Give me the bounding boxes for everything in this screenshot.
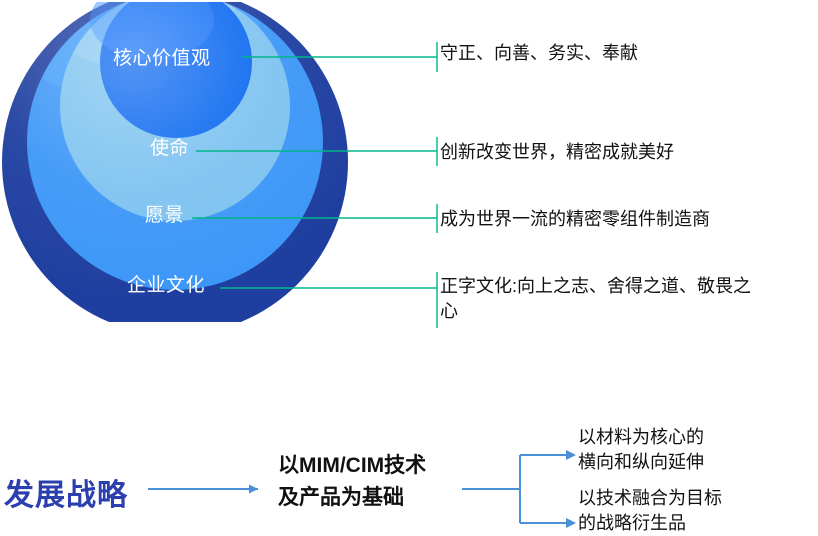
strategy-branch-technology: 以技术融合为目标 的战略衍生品 [578,488,722,533]
description-vision: 成为世界一流的精密零组件制造商 [440,209,710,229]
corporate-culture-sphere [2,2,348,322]
ring-label-core: 核心价值观 [113,48,211,69]
branch-arrowhead-bottom [566,518,576,528]
branch-arrowhead-top [566,450,576,460]
sphere-graphic [2,2,348,322]
strategy-foundation: 以MIM/CIM技术 及产品为基础 [278,454,427,509]
sphere-gloss [2,2,348,322]
description-mission: 创新改变世界，精密成就美好 [440,142,674,162]
ring-label-vision: 愿景 [145,205,185,226]
strategy-main-arrowhead [249,484,258,494]
strategy-branch-material: 以材料为核心的 横向和纵向延伸 [578,427,704,472]
description-core: 守正、向善、务实、奉献 [440,43,638,63]
strategy-title: 发展战略 [4,479,128,512]
description-culture: 正字文化:向上之志、舍得之道、敬畏之 心 [440,276,751,321]
ring-label-mission: 使命 [150,138,190,159]
ring-label-culture: 企业文化 [127,275,206,296]
